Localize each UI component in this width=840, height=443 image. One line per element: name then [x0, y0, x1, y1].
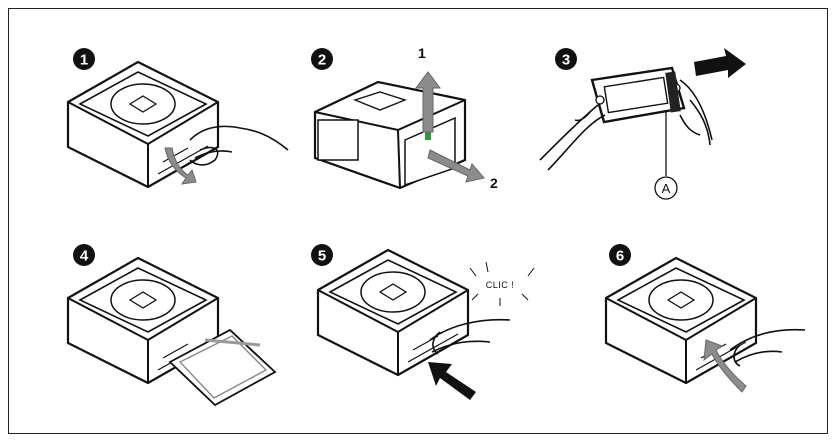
ink-cassette — [590, 66, 686, 124]
right-arrow-icon — [694, 48, 746, 78]
step-4-number: 4 — [80, 248, 89, 265]
step-1-illustration: 1 — [66, 48, 289, 189]
left-hand-icon — [539, 104, 606, 171]
callout-label: A — [662, 181, 671, 196]
printer-body — [313, 80, 467, 190]
hand-icon — [429, 318, 511, 355]
step-3-badge: 3 — [555, 48, 577, 70]
step-6-number: 6 — [616, 248, 624, 265]
paper-tray — [168, 328, 277, 407]
up-curve-arrow-icon — [703, 339, 747, 393]
step-4-badge: 4 — [73, 244, 95, 266]
down-arrow-icon — [164, 147, 197, 185]
step-6-badge: 6 — [609, 244, 631, 266]
step-2-illustration: 2 1 2 — [311, 45, 498, 191]
clic-text: CLIC ! — [486, 280, 515, 290]
right-hand-icon — [679, 79, 713, 146]
printer-body — [316, 248, 470, 377]
hand-icon — [729, 328, 806, 367]
up-arrow-icon — [415, 71, 441, 133]
step-2-label-2: 2 — [490, 175, 498, 191]
step-1-number: 1 — [80, 52, 88, 69]
step-2-label-1: 1 — [418, 45, 426, 61]
push-arrow-icon — [428, 362, 476, 400]
step-5-number: 5 — [318, 248, 326, 265]
step-6-illustration: 6 — [604, 244, 806, 393]
step-3-number: 3 — [562, 52, 570, 69]
step-4-illustration: 4 — [66, 244, 277, 407]
hand-icon — [189, 125, 289, 166]
pull-out-arrow-icon — [427, 149, 485, 183]
eject-lever-highlight — [425, 132, 431, 140]
click-sound: CLIC ! — [469, 261, 535, 306]
step-5-illustration: 5 CLIC ! — [311, 244, 535, 400]
step-2-number: 2 — [318, 52, 326, 69]
step-2-badge: 2 — [311, 48, 333, 70]
printer-body — [66, 60, 220, 189]
step-3-illustration: 3 A — [539, 48, 746, 200]
step-1-badge: 1 — [73, 48, 95, 70]
step-5-badge: 5 — [311, 244, 333, 266]
printer-body — [604, 256, 758, 385]
callout-circle — [654, 176, 678, 200]
